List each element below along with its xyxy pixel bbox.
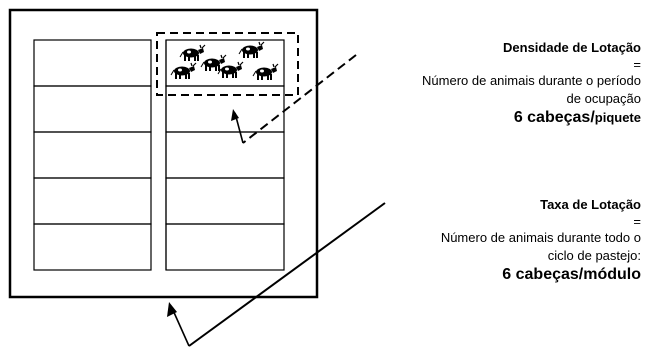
right-paddock-column: [165, 39, 285, 271]
paddock: [33, 131, 152, 179]
module-boundary: [8, 8, 319, 299]
cow-icon: [179, 44, 206, 62]
occupied-paddock-highlight: [156, 32, 299, 96]
paddock: [33, 177, 152, 225]
density-value-line: 6 cabeças/piquete: [422, 108, 641, 128]
rate-definition-line-2: ciclo de pastejo:: [547, 248, 641, 263]
rate-value: 6 cabeças/módulo: [502, 266, 641, 283]
density-equals: =: [633, 57, 641, 72]
density-pointer-line: [242, 54, 357, 144]
rate-label-block: Taxa de Lotação = Número de animais dura…: [441, 196, 641, 285]
paddock: [33, 85, 152, 133]
cow-icon: [170, 62, 197, 80]
density-arrowhead: [231, 109, 239, 121]
cow-icon: [238, 41, 265, 59]
paddock: [165, 177, 285, 225]
rate-pointer-line: [188, 202, 386, 347]
density-value: 6 cabeças/: [513, 109, 595, 126]
paddock: [165, 223, 285, 271]
rate-title: Taxa de Lotação: [540, 197, 641, 212]
rate-definition-line-1: Número de animais durante todo o: [440, 230, 641, 245]
density-title: Densidade de Lotação: [503, 40, 641, 55]
density-unit: piquete: [594, 110, 641, 125]
density-definition-line-1: Número de animais durante o período: [422, 73, 641, 88]
cow-icon: [217, 61, 244, 79]
rate-arrowhead: [167, 302, 177, 317]
rate-pointer-hook: [171, 307, 190, 347]
paddock: [165, 39, 285, 87]
cow-icon: [252, 63, 279, 81]
density-label-block: Densidade de Lotação = Número de animais…: [422, 39, 641, 128]
density-definition-line-2: de ocupação: [566, 91, 641, 106]
paddock: [165, 131, 285, 179]
paddock: [33, 223, 152, 271]
cattle-group: [170, 41, 279, 81]
paddock: [33, 39, 152, 87]
left-paddock-column: [33, 39, 152, 271]
rate-equals: =: [633, 214, 641, 229]
